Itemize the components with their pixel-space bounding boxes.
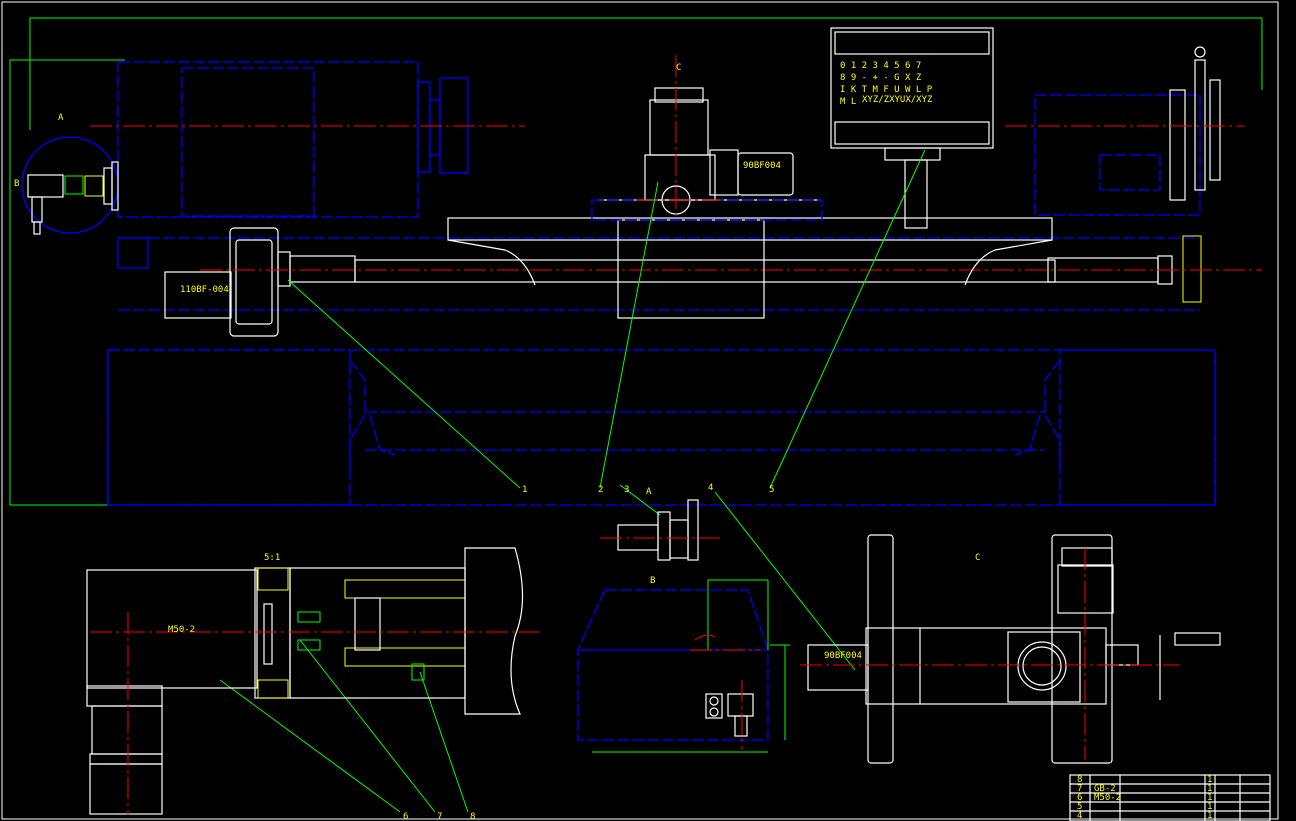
panel-row-2: 8 9 - + - G X Z (840, 73, 922, 83)
leader-label-6: 6 (403, 812, 408, 821)
top-motor-label: 90BF004 (743, 161, 781, 171)
section-b-arrow-label: B (14, 179, 19, 189)
tb-row-no: 6 (1077, 793, 1082, 803)
view-a-label: A (646, 487, 652, 497)
tb-row-qty: 1 (1207, 793, 1212, 803)
detail-view (86, 547, 540, 815)
title-block-rows: 8 1 7 GB-2 1 6 M50-2 1 5 1 4 1 (1077, 775, 1212, 821)
panel-row-3: I K T M F U W L P (840, 85, 933, 95)
tb-row-qty: 1 (1207, 811, 1212, 821)
leader-label-4: 4 (708, 483, 713, 493)
tb-row-qty: 1 (1207, 802, 1212, 812)
view-a-part (600, 499, 720, 561)
tb-row-qty: 1 (1207, 784, 1212, 794)
view-b (577, 579, 790, 753)
tb-row-no: 8 (1077, 775, 1082, 785)
dimension-lines (9, 17, 1263, 506)
view-c (800, 534, 1221, 764)
section-a-arrow-label: A (58, 113, 64, 123)
detail-motor-label: M50-2 (168, 625, 195, 635)
tb-row-no: 4 (1077, 811, 1082, 821)
leader-label-1: 1 (522, 485, 527, 495)
leader-label-5: 5 (769, 485, 774, 495)
leader-label-3: 3 (624, 485, 629, 495)
section-c-arrow-label: C (676, 63, 681, 73)
leader-label-2: 2 (598, 485, 603, 495)
tb-row-code: M50-2 (1094, 793, 1121, 803)
leader-lines (219, 149, 926, 813)
tb-row-qty: 1 (1207, 775, 1212, 785)
left-motor-label: 110BF-004 (180, 285, 229, 295)
view-c-motor-label: 90BF004 (824, 651, 862, 661)
view-c-label: C (975, 553, 980, 563)
panel-row-4: M L (840, 97, 856, 107)
leader-label-8: 8 (470, 812, 475, 821)
tb-row-no: 5 (1077, 802, 1082, 812)
tb-row-no: 7 (1077, 784, 1082, 794)
scale-label: 5:1 (264, 553, 280, 563)
panel-row-5: XYZ/ZXYUX/XYZ (862, 95, 933, 105)
title-block (1069, 774, 1271, 821)
panel-row-1: 0 1 2 3 4 5 6 7 (840, 61, 921, 71)
leader-label-7: 7 (437, 812, 442, 821)
tb-row-code: GB-2 (1094, 784, 1116, 794)
view-b-label: B (650, 576, 655, 586)
